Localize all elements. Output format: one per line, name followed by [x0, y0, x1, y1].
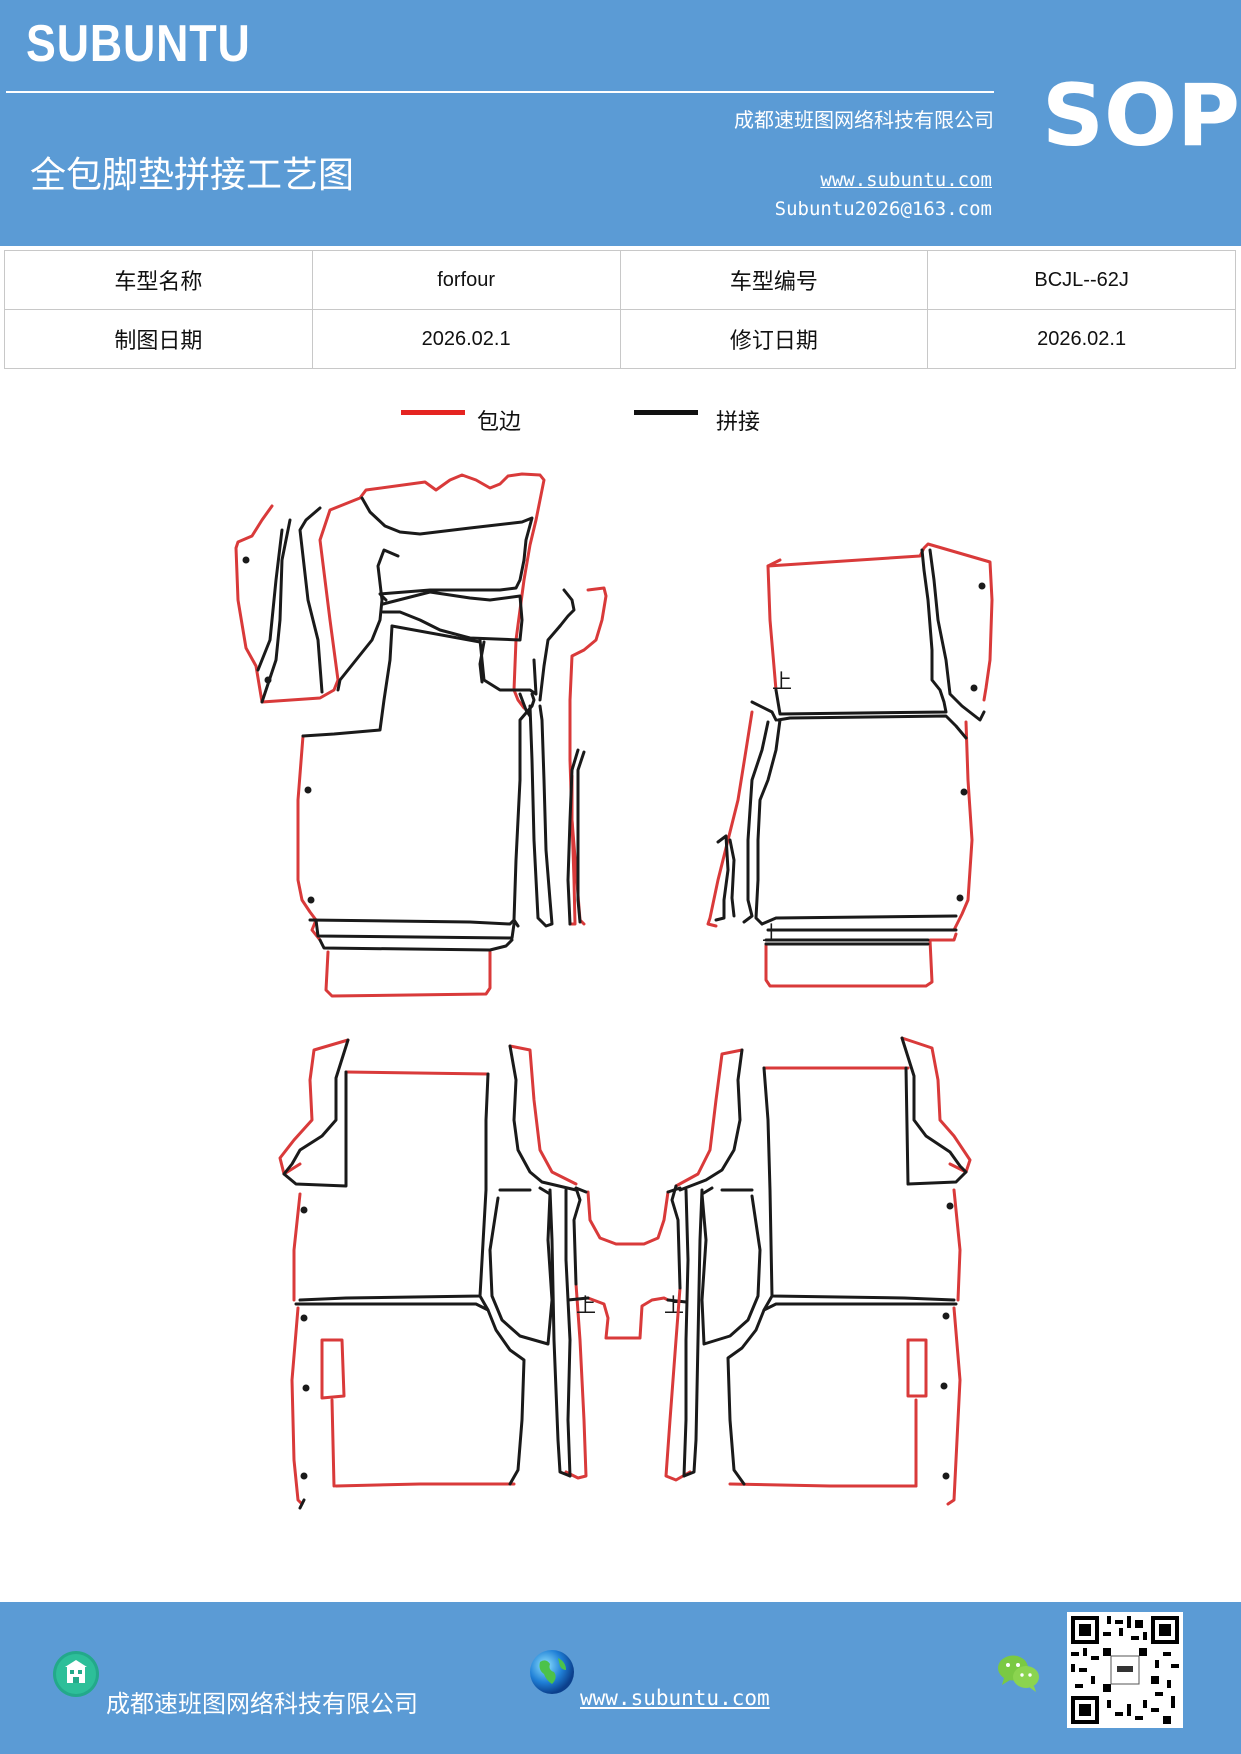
- footer-company: 成都速班图网络科技有限公司: [106, 1690, 418, 1718]
- up-mark: 上: [762, 921, 782, 945]
- revise-date-label: 修订日期: [619, 309, 929, 369]
- up-mark: 上: [772, 669, 792, 693]
- front-right-mat: 上 上: [706, 542, 994, 988]
- model-name-value: forfour: [311, 250, 621, 310]
- footer-banner: 成都速班图网络科技有限公司 www.subuntu.com: [0, 1602, 1241, 1754]
- header-banner: SUBUNTU 成都速班图网络科技有限公司 全包脚垫拼接工艺图 www.subu…: [0, 0, 1241, 246]
- up-mark: 上: [576, 1293, 596, 1317]
- draw-date-label: 制图日期: [4, 309, 313, 369]
- wechat-icon: [998, 1655, 1039, 1692]
- legend-edge-label: 包边: [477, 410, 522, 435]
- building-icon: [53, 1651, 99, 1697]
- legend-seam-label: 拼接: [716, 410, 761, 435]
- header-company: 成都速班图网络科技有限公司: [734, 108, 994, 132]
- table-row: 车型名称 forfour 车型编号 BCJL--62J: [4, 250, 1236, 310]
- info-table: 车型名称 forfour 车型编号 BCJL--62J 制图日期 2026.02…: [4, 250, 1236, 369]
- model-code-value: BCJL--62J: [927, 250, 1236, 310]
- legend-edge-swatch: [401, 410, 465, 415]
- model-name-label: 车型名称: [4, 250, 313, 310]
- model-code-label: 车型编号: [619, 250, 929, 310]
- table-row: 制图日期 2026.02.1 修订日期 2026.02.1: [4, 309, 1236, 369]
- page-title: 全包脚垫拼接工艺图: [30, 155, 355, 196]
- header-divider: [6, 91, 994, 93]
- qr-code: [1067, 1612, 1183, 1728]
- rear-left-mat: [278, 1038, 588, 1510]
- header-website-link[interactable]: www.subuntu.com: [820, 169, 992, 191]
- rear-right-mat: [664, 1036, 972, 1506]
- globe-icon: [530, 1650, 574, 1694]
- up-mark: 上: [664, 1293, 684, 1317]
- footer-website-link[interactable]: www.subuntu.com: [580, 1686, 770, 1710]
- front-left-mat: [234, 472, 608, 998]
- sop-badge: SOP: [1042, 66, 1241, 166]
- legend-seam-swatch: [634, 410, 698, 415]
- center-tunnel-mat: 上 上: [566, 1186, 688, 1340]
- revise-date-value: 2026.02.1: [927, 309, 1236, 369]
- draw-date-value: 2026.02.1: [311, 309, 621, 369]
- header-email: Subuntu2026@163.com: [774, 198, 992, 220]
- brand-logo: SUBUNTU: [26, 15, 251, 73]
